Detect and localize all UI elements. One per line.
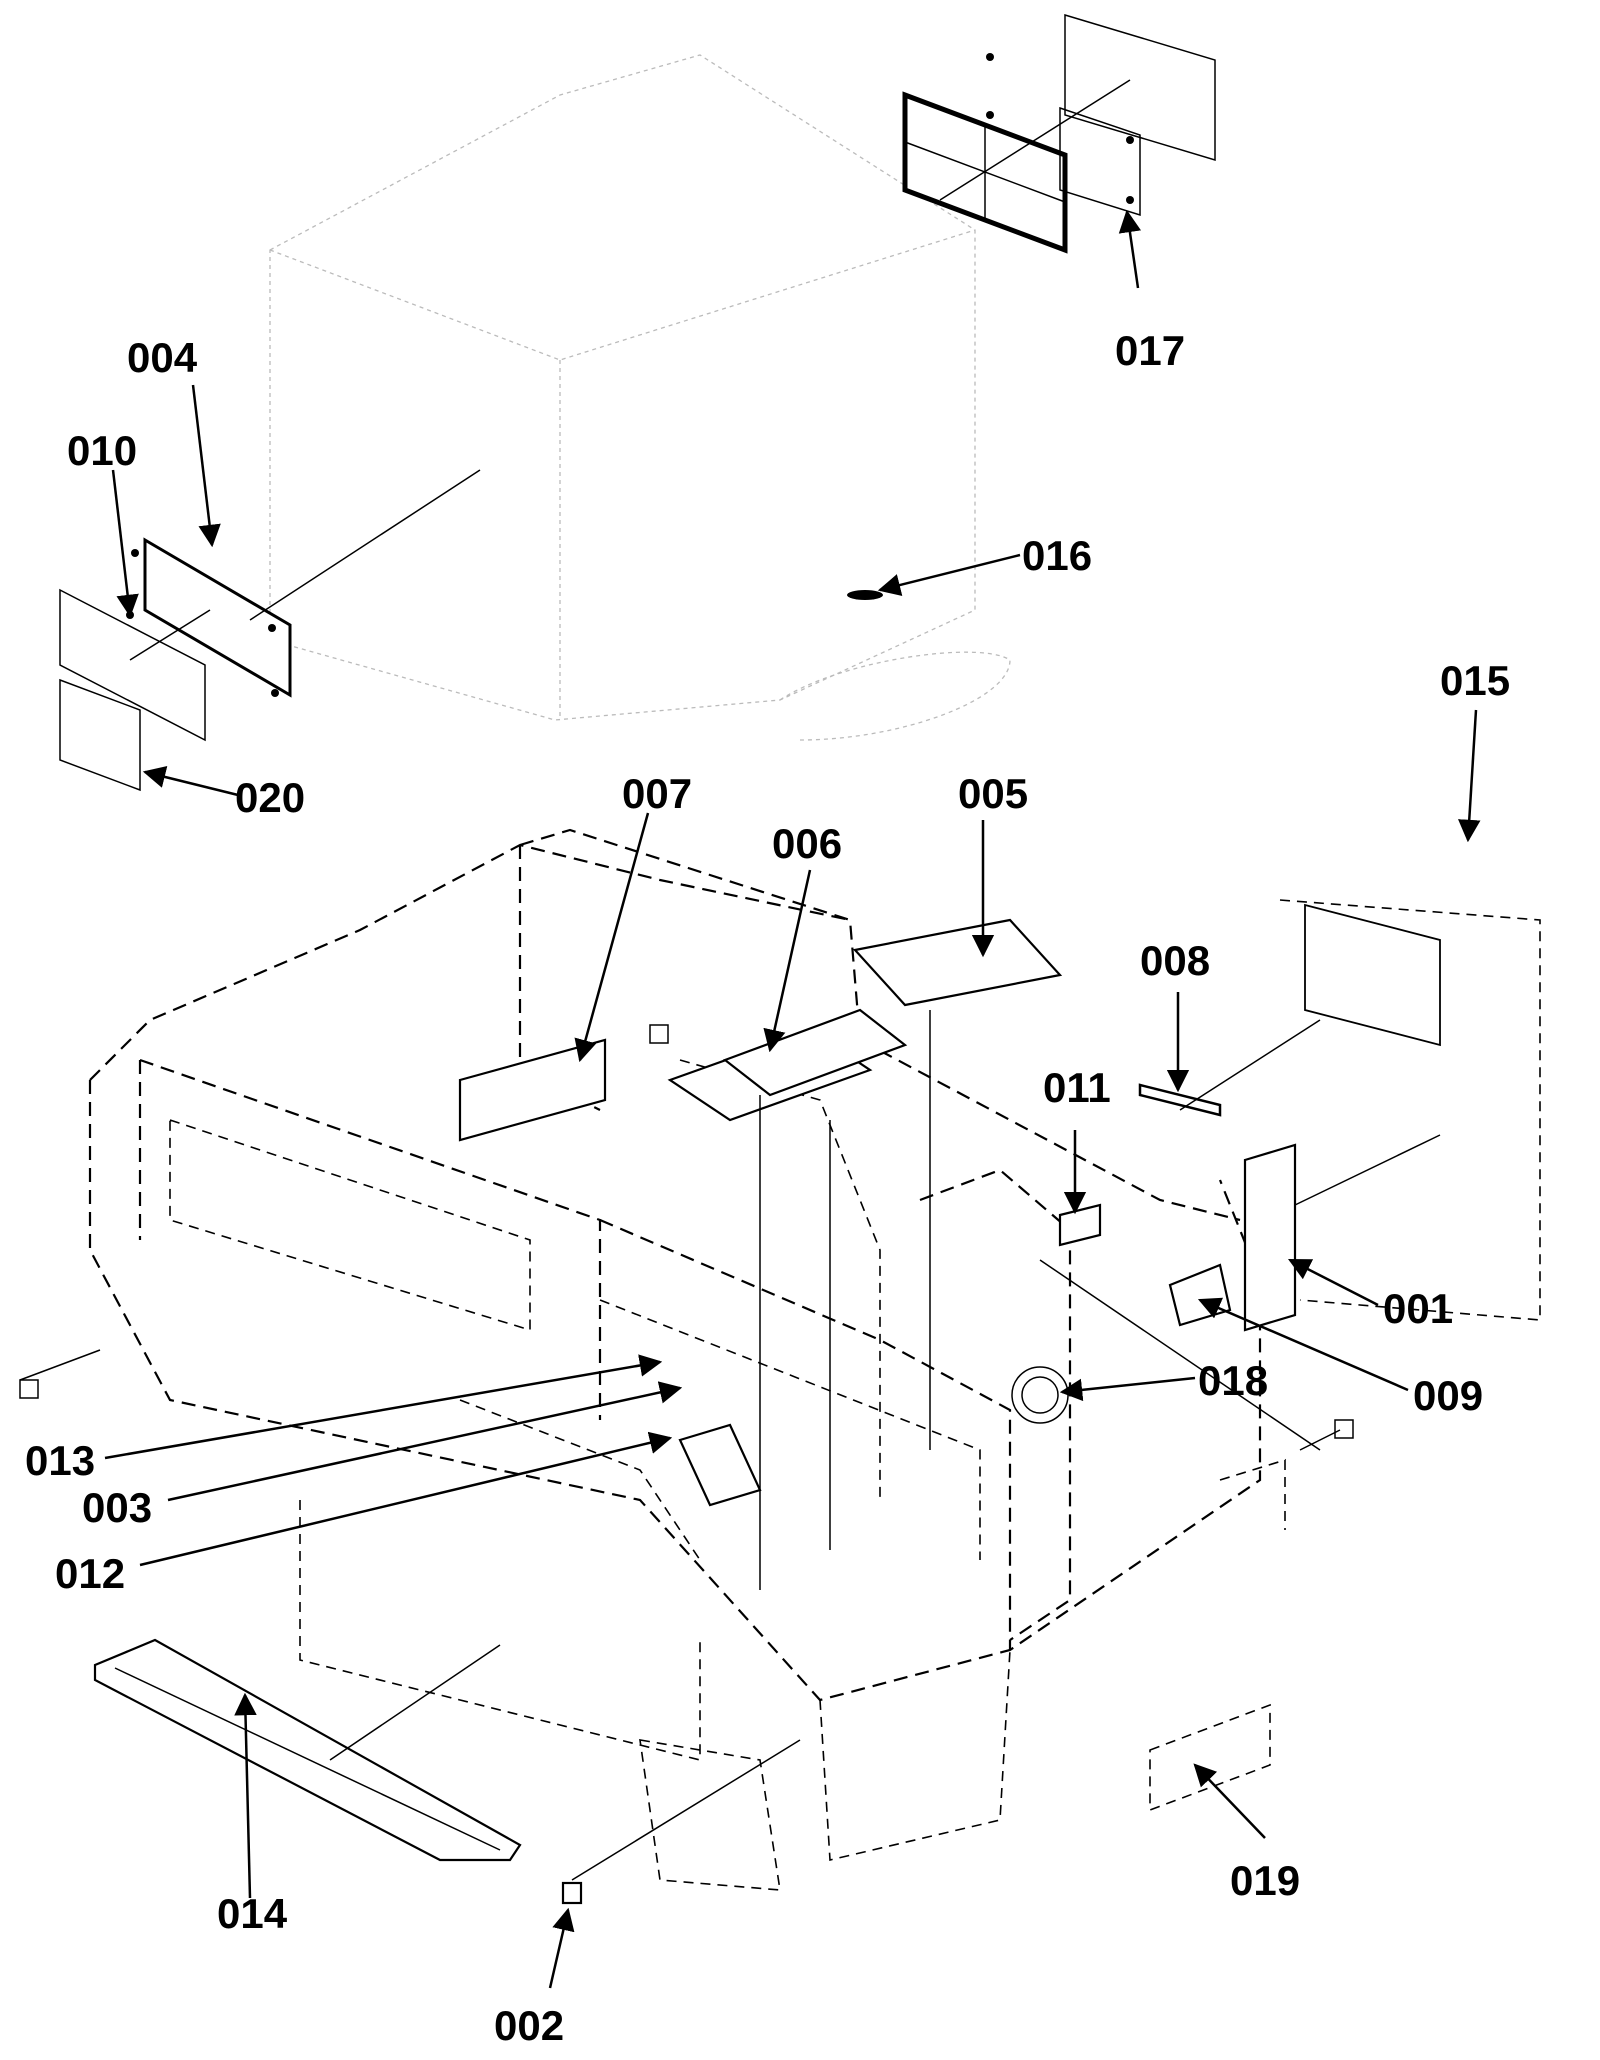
callout-008: 008 <box>1140 937 1210 984</box>
callout-018: 018 <box>1198 1357 1268 1404</box>
chassis-frame <box>88 828 1541 1891</box>
decal-plates <box>19 903 1441 1590</box>
step-plate <box>93 1638 522 1862</box>
callout-009: 009 <box>1413 1372 1483 1419</box>
left-panel-assembly <box>59 469 481 792</box>
callout-016: 016 <box>1022 532 1092 579</box>
callout-019: 019 <box>1230 1857 1300 1904</box>
filter-grille-assembly <box>902 13 1216 254</box>
callout-002: 002 <box>494 2002 564 2049</box>
small-clip-002 <box>561 1739 801 1905</box>
callout-015: 015 <box>1440 657 1510 704</box>
callout-004: 004 <box>127 334 198 381</box>
callout-011: 011 <box>1043 1064 1111 1111</box>
callout-014: 014 <box>217 1890 288 1937</box>
callout-010: 010 <box>67 427 137 474</box>
callout-003: 003 <box>82 1484 152 1531</box>
callout-005: 005 <box>958 770 1028 817</box>
callout-006: 006 <box>772 820 842 867</box>
callout-labels: 001 002 003 004 005 006 007 008 009 010 … <box>25 327 1510 2049</box>
callout-017: 017 <box>1115 327 1185 374</box>
callout-020: 020 <box>235 774 305 821</box>
callout-012: 012 <box>55 1550 125 1597</box>
pin-016 <box>847 590 883 600</box>
ghost-hood-outline <box>269 54 1011 741</box>
callout-013: 013 <box>25 1437 95 1484</box>
leader-lines <box>104 209 1481 1989</box>
callout-007: 007 <box>622 770 692 817</box>
callout-001: 001 <box>1383 1285 1453 1332</box>
